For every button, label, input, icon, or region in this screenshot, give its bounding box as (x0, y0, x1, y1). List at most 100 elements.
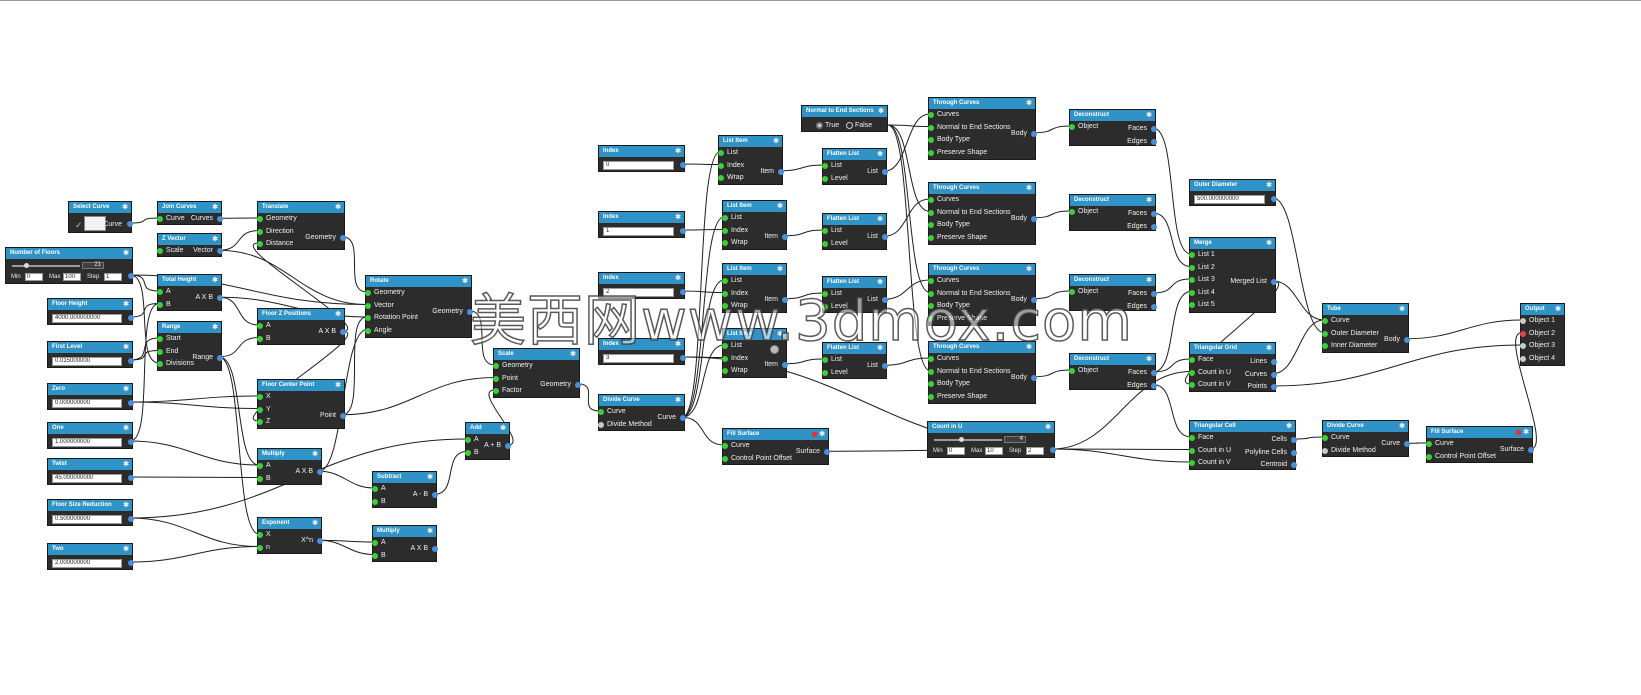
connection-wire[interactable] (783, 358, 825, 365)
connection-wire[interactable] (218, 230, 260, 251)
input-port-index[interactable] (718, 162, 724, 169)
input-port-b[interactable] (372, 498, 378, 505)
connection-wire[interactable] (1152, 358, 1192, 373)
input-port-x[interactable] (257, 394, 263, 400)
list-item-2-header[interactable]: List Item✱ (723, 201, 786, 212)
output-port[interactable] (128, 560, 134, 566)
select-curve-node[interactable]: Select Curve✱✓Curve (68, 201, 133, 233)
input-port-scale[interactable] (157, 248, 163, 254)
input-port-b[interactable] (257, 475, 263, 482)
deconstruct-4-header[interactable]: Deconstruct✱ (1070, 354, 1155, 365)
gear-icon[interactable]: ✱ (675, 214, 681, 221)
flatten-list-1-header[interactable]: Flatten List✱ (823, 149, 886, 160)
zero-node[interactable]: Zero✱0.000000000 (47, 383, 134, 410)
radio-true[interactable] (816, 122, 823, 129)
input-port-object[interactable] (1069, 124, 1075, 130)
input-port-wrap[interactable] (718, 175, 724, 181)
input-port-b[interactable] (157, 301, 163, 308)
gear-icon[interactable]: ✱ (427, 528, 433, 535)
output-port[interactable] (128, 273, 134, 279)
input-port-curves[interactable] (928, 356, 934, 362)
input-port-body-type[interactable] (928, 137, 934, 143)
input-port-list[interactable] (722, 343, 728, 349)
gear-icon[interactable]: ✱ (877, 216, 883, 223)
input-port-a[interactable] (157, 289, 163, 295)
input-port-vector[interactable] (365, 302, 371, 309)
deconstruct-1-header[interactable]: Deconstruct✱ (1070, 110, 1155, 121)
output-port[interactable] (1271, 196, 1277, 202)
connection-wire[interactable] (129, 274, 160, 292)
gear-icon[interactable]: ✱ (877, 345, 883, 352)
divide-curve-2-header[interactable]: Divide Curve✱ (1323, 421, 1408, 432)
connection-wire[interactable] (1032, 125, 1072, 134)
input-port-object-3[interactable] (1520, 343, 1526, 349)
index-3-node[interactable]: Index✱3 (598, 338, 686, 365)
input-port-a[interactable] (372, 486, 378, 492)
input-port-curves[interactable] (928, 197, 934, 203)
input-port-object-2[interactable] (1520, 330, 1526, 337)
output-port-geometry[interactable] (575, 381, 581, 388)
gear-icon[interactable]: ✱ (1266, 182, 1272, 189)
floor-size-reduction-header[interactable]: Floor Size Reduction✱ (48, 500, 132, 511)
output-port-item[interactable] (778, 168, 784, 175)
gear-icon[interactable]: ✱ (123, 301, 129, 308)
input-port-object[interactable] (1069, 289, 1075, 295)
index-1-node[interactable]: Index✱1 (598, 211, 686, 238)
tube-header[interactable]: Tube✱ (1323, 304, 1408, 315)
floor-height-node[interactable]: Floor Height✱4000.000000000 (47, 298, 134, 325)
connection-wire[interactable] (681, 151, 721, 418)
gear-icon[interactable]: ✱ (123, 386, 129, 393)
input-port-n[interactable] (257, 544, 263, 551)
input-port-face[interactable] (1189, 435, 1195, 441)
min-field[interactable]: 0 (947, 447, 965, 455)
input-port-body-type[interactable] (928, 303, 934, 309)
gear-icon[interactable]: ✱ (1026, 100, 1032, 107)
flatten-list-3-header[interactable]: Flatten List✱ (823, 277, 886, 288)
index-2-node[interactable]: Index✱2 (598, 272, 686, 299)
connection-wire[interactable] (318, 539, 375, 543)
input-port-object[interactable] (1069, 209, 1075, 215)
output-port-body[interactable] (1031, 215, 1037, 222)
connection-wire[interactable] (1272, 197, 1325, 333)
input-port-list[interactable] (722, 278, 728, 284)
input-port-divisions[interactable] (157, 361, 163, 367)
output-port-a-x-b[interactable] (432, 546, 438, 553)
output-port[interactable] (128, 516, 134, 522)
input-port-list-3[interactable] (1189, 277, 1195, 283)
output-port-body[interactable] (1404, 336, 1410, 343)
input-port-geometry[interactable] (365, 290, 371, 296)
value-field[interactable]: 1.000000000 (52, 438, 122, 447)
output-port-list[interactable] (882, 169, 888, 176)
connection-wire[interactable] (1152, 278, 1192, 294)
input-port-list-4[interactable] (1189, 289, 1195, 296)
total-height-header[interactable]: Total Height✱ (158, 275, 221, 286)
input-port-control-point-offset[interactable] (722, 455, 728, 462)
outer-diameter-node[interactable]: Outer Diameter✱500.000000000 (1189, 179, 1277, 206)
input-port-b[interactable] (465, 449, 471, 456)
gear-icon[interactable]: ✱ (123, 250, 129, 257)
input-port-control-point-offset[interactable] (1426, 453, 1432, 460)
input-port-z[interactable] (257, 419, 263, 425)
input-port-x[interactable] (257, 532, 263, 538)
connection-wire[interactable] (129, 440, 260, 466)
connection-wire[interactable] (129, 303, 160, 442)
connection-wire[interactable] (218, 356, 260, 466)
triangular-cell-header[interactable]: Triangular Cell✱ (1190, 421, 1295, 432)
connection-wire[interactable] (681, 216, 725, 418)
floor-z-positions-header[interactable]: Floor Z Positions✱ (258, 309, 344, 320)
input-port-count-in-v[interactable] (1189, 460, 1195, 466)
output-port-faces[interactable] (1151, 126, 1157, 132)
gear-icon[interactable]: ✱ (675, 397, 681, 404)
gear-icon[interactable]: ✱ (462, 278, 468, 285)
